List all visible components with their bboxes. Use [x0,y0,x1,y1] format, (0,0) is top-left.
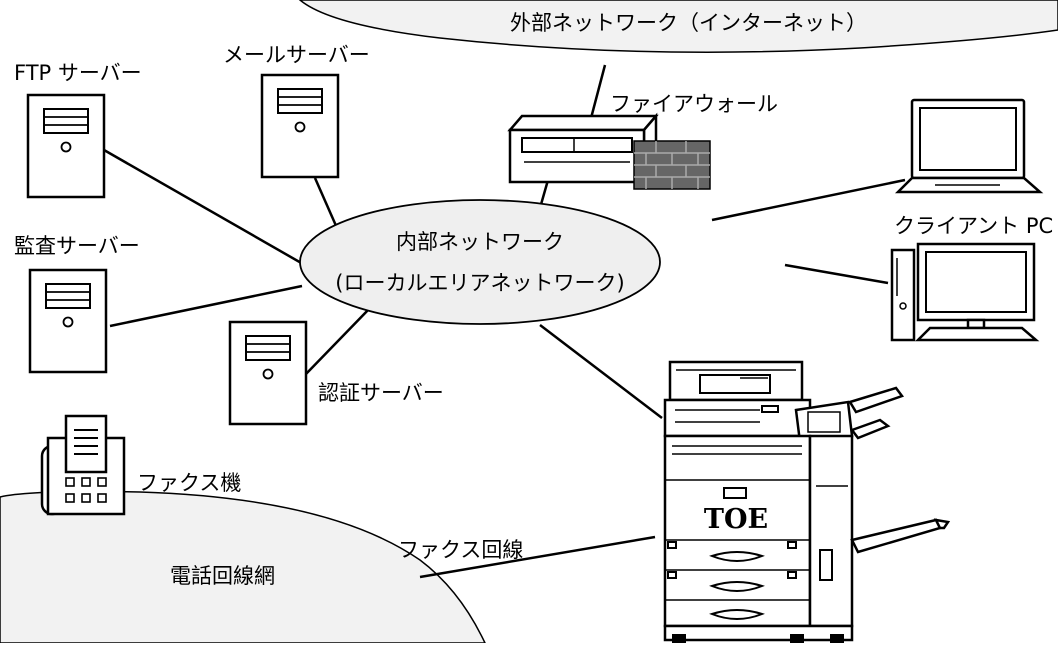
fax-machine-icon [40,414,126,516]
fax-machine-label: ファクス機 [137,471,241,495]
external-network-cloud [298,0,1058,53]
firewall-label: ファイアウォール [610,92,778,116]
laptop-link [711,178,906,222]
client-pc-label: クライアント PC [894,214,1053,238]
telephone-network-label: 電話回線網 [170,564,275,588]
connection-lines [103,64,906,579]
desktop-pc-icon [890,242,1040,342]
fax-line-link [419,535,656,579]
multifunction-printer-icon [663,360,951,643]
ftp-link [103,148,311,270]
auth-link [304,307,371,376]
internal-network-ellipse [299,199,661,325]
audit-server-label: 監査サーバー [14,234,140,258]
internal-network-sublabel: (ローカルエリアネットワーク) [335,271,624,295]
mfp-link [539,324,663,419]
auth-server-icon [228,320,308,426]
ftp-server-icon [26,93,106,199]
firewall-external-link [588,64,607,123]
mail-server-label: メールサーバー [223,43,370,67]
mail-server-icon [260,73,340,179]
mail-link [313,177,339,229]
fax-line-label: ファクス回線 [398,538,523,562]
laptop-icon [894,98,1044,194]
printer-brand-logo: TOE [704,504,768,535]
audit-link [109,284,303,328]
desktop-link [784,263,889,285]
firewall-icon [507,112,711,190]
external-network-label: 外部ネットワーク（インターネット） [510,11,867,35]
audit-server-icon [28,268,108,374]
ftp-server-label: FTP サーバー [14,61,142,85]
auth-server-label: 認証サーバー [318,381,444,405]
internal-network-label: 内部ネットワーク [396,230,564,254]
